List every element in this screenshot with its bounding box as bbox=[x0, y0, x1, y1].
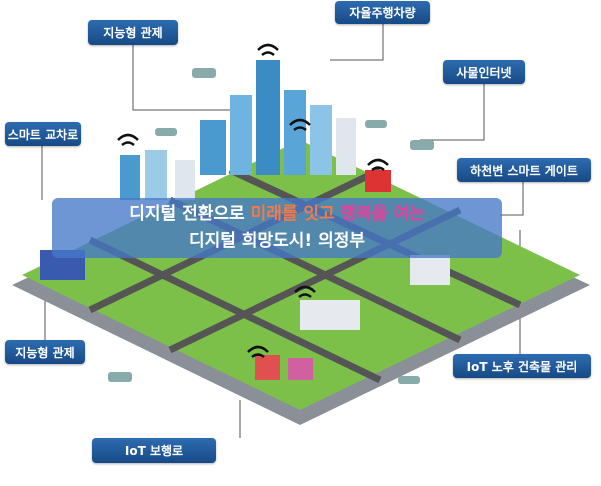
buildings bbox=[40, 60, 450, 380]
label-smart-crossroad: 스마트 교차로 bbox=[5, 122, 81, 146]
label-autonomous-vehicle: 자율주행차량 bbox=[335, 1, 430, 24]
label-iot-old-building: IoT 노후 건축물 관리 bbox=[453, 354, 591, 378]
drone-icons bbox=[108, 68, 434, 384]
wifi-icons bbox=[117, 43, 389, 359]
slogan-banner: 디지털 전환으로 미래를 잇고 행복을 여는 디지털 희망도시! 의정부 bbox=[52, 198, 502, 258]
label-iot-walkway: IoT 보행로 bbox=[92, 438, 216, 463]
label-intelligent-control-left: 지능형 관제 bbox=[5, 340, 85, 364]
label-river-smart-gate: 하천변 스마트 게이트 bbox=[457, 158, 591, 182]
label-intelligent-control-top: 지능형 관제 bbox=[88, 20, 178, 45]
slogan-text: 디지털 전환으로 bbox=[129, 204, 251, 224]
slogan-line-2: 디지털 희망도시! 의정부 bbox=[189, 231, 365, 251]
slogan-highlight-happiness: 행복을 여는 bbox=[340, 204, 425, 224]
slogan-highlight-future: 미래를 잇고 bbox=[250, 204, 341, 224]
slogan-line-1: 디지털 전환으로 미래를 잇고 행복을 여는 bbox=[52, 201, 502, 228]
label-iot: 사물인터넷 bbox=[443, 60, 525, 84]
